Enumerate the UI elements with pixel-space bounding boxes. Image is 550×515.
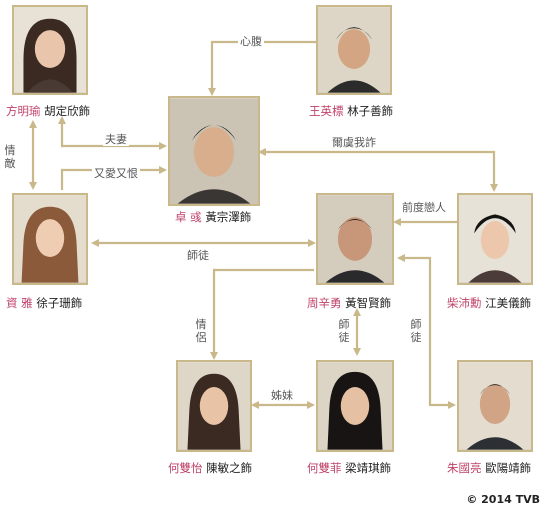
name-zhou: 周辛勇 黃智賢飾 <box>307 296 391 310</box>
label-zimei: 姊妹 <box>269 389 295 402</box>
actor-name: 歐陽靖飾 <box>485 461 532 475</box>
link-qinglv <box>210 268 314 360</box>
label-qiandu: 前度戀人 <box>400 201 448 214</box>
photo-wang <box>316 5 392 95</box>
actor-name: 陳敏之飾 <box>206 461 253 475</box>
link-xinfu <box>208 40 316 96</box>
label-qinglv: 情侶 <box>193 318 209 344</box>
label-erwo: 爾虞我詐 <box>330 136 378 149</box>
actor-name: 林子善飾 <box>347 104 394 118</box>
photo-fang <box>12 5 88 95</box>
name-hefei: 何雙菲 梁靖琪飾 <box>307 461 391 475</box>
link-shitu-zhu <box>397 254 456 409</box>
link-erwo <box>258 148 498 192</box>
character-name: 卓 彧 <box>175 210 202 224</box>
actor-name: 黃智賢飾 <box>345 296 392 310</box>
link-fuqi <box>58 116 167 150</box>
label-shitu-zhu: 師徒 <box>408 318 424 344</box>
actor-name: 胡定欣飾 <box>44 104 91 118</box>
label-fuqi: 夫妻 <box>103 133 129 146</box>
label-aihen: 又愛又恨 <box>92 167 140 180</box>
name-zi: 資 雅 徐子珊飾 <box>6 296 82 310</box>
name-wang: 王英標 林子善飾 <box>309 104 393 118</box>
photo-chai <box>457 193 533 285</box>
photo-zhuo <box>168 96 260 206</box>
actor-name: 徐子珊飾 <box>36 296 83 310</box>
photo-zi <box>12 193 88 285</box>
label-qingdi: 情敵 <box>2 144 18 170</box>
photo-zhou <box>316 193 394 285</box>
character-name: 何雙菲 <box>307 461 342 475</box>
photo-heyi <box>176 360 252 452</box>
name-fang: 方明瑜 胡定欣飾 <box>6 104 90 118</box>
name-zhu: 朱國亮 歐陽靖飾 <box>447 461 531 475</box>
character-name: 方明瑜 <box>6 104 41 118</box>
name-heyi: 何雙怡 陳敏之飾 <box>168 461 252 475</box>
label-shitu-zi: 師徒 <box>185 249 211 262</box>
character-name: 周辛勇 <box>307 296 342 310</box>
character-name: 柴沛勳 <box>447 296 482 310</box>
name-chai: 柴沛勳 江美儀飾 <box>447 296 531 310</box>
actor-name: 黃宗澤飾 <box>205 210 252 224</box>
label-shitu-hefei: 師徒 <box>336 318 352 344</box>
character-name: 資 雅 <box>6 296 33 310</box>
name-zhuo: 卓 彧 黃宗澤飾 <box>175 210 251 224</box>
copyright: © 2014 TVB <box>466 493 540 506</box>
photo-hefei <box>316 360 394 452</box>
photo-zhu <box>457 360 533 452</box>
actor-name: 梁靖琪飾 <box>345 461 392 475</box>
character-name: 王英標 <box>309 104 344 118</box>
character-name: 何雙怡 <box>168 461 203 475</box>
actor-name: 江美儀飾 <box>485 296 532 310</box>
character-name: 朱國亮 <box>447 461 482 475</box>
label-xinfu: 心腹 <box>238 35 264 48</box>
